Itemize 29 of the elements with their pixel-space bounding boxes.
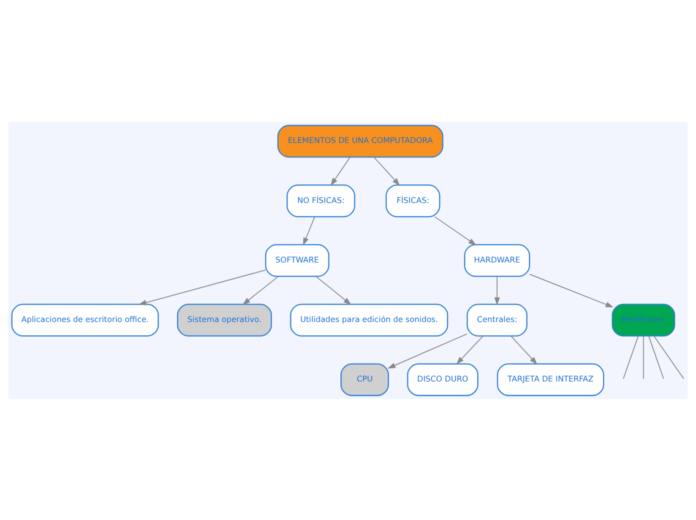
arrow [316,276,352,304]
arrow [510,335,538,364]
arrow [494,276,500,305]
arrow [302,216,316,246]
node-box: CPU [340,362,389,396]
arrow [529,273,614,307]
arrow [388,332,468,368]
node-box: Utilidades para edición de sonidos. [290,303,448,336]
arrow [138,269,266,305]
node-box: Aplicaciones de escritorio office. [11,303,159,336]
node-box: TARJETA DE INTERFAZ [496,362,604,396]
node-box: Periféricos: [612,303,676,336]
arrow [330,156,350,186]
connector [643,335,644,379]
node-box: SOFTWARE [265,244,330,276]
node-box: FÍSICAS: [386,184,440,217]
node-box: Centrales: [466,303,528,336]
connector [648,335,664,379]
node-box: NO FÍSICAS: [286,184,356,217]
arrow [374,156,400,186]
node-box: HARDWARE [464,244,530,276]
connector [654,335,684,379]
node-box: Sistema operativo. [177,303,272,336]
arrow [434,216,476,245]
node-box: DISCO DURO [407,362,478,396]
node-box: ELEMENTOS DE UNA COMPUTADORA [277,124,444,158]
connector [622,335,639,379]
arrow [456,335,484,364]
arrow [242,276,279,304]
